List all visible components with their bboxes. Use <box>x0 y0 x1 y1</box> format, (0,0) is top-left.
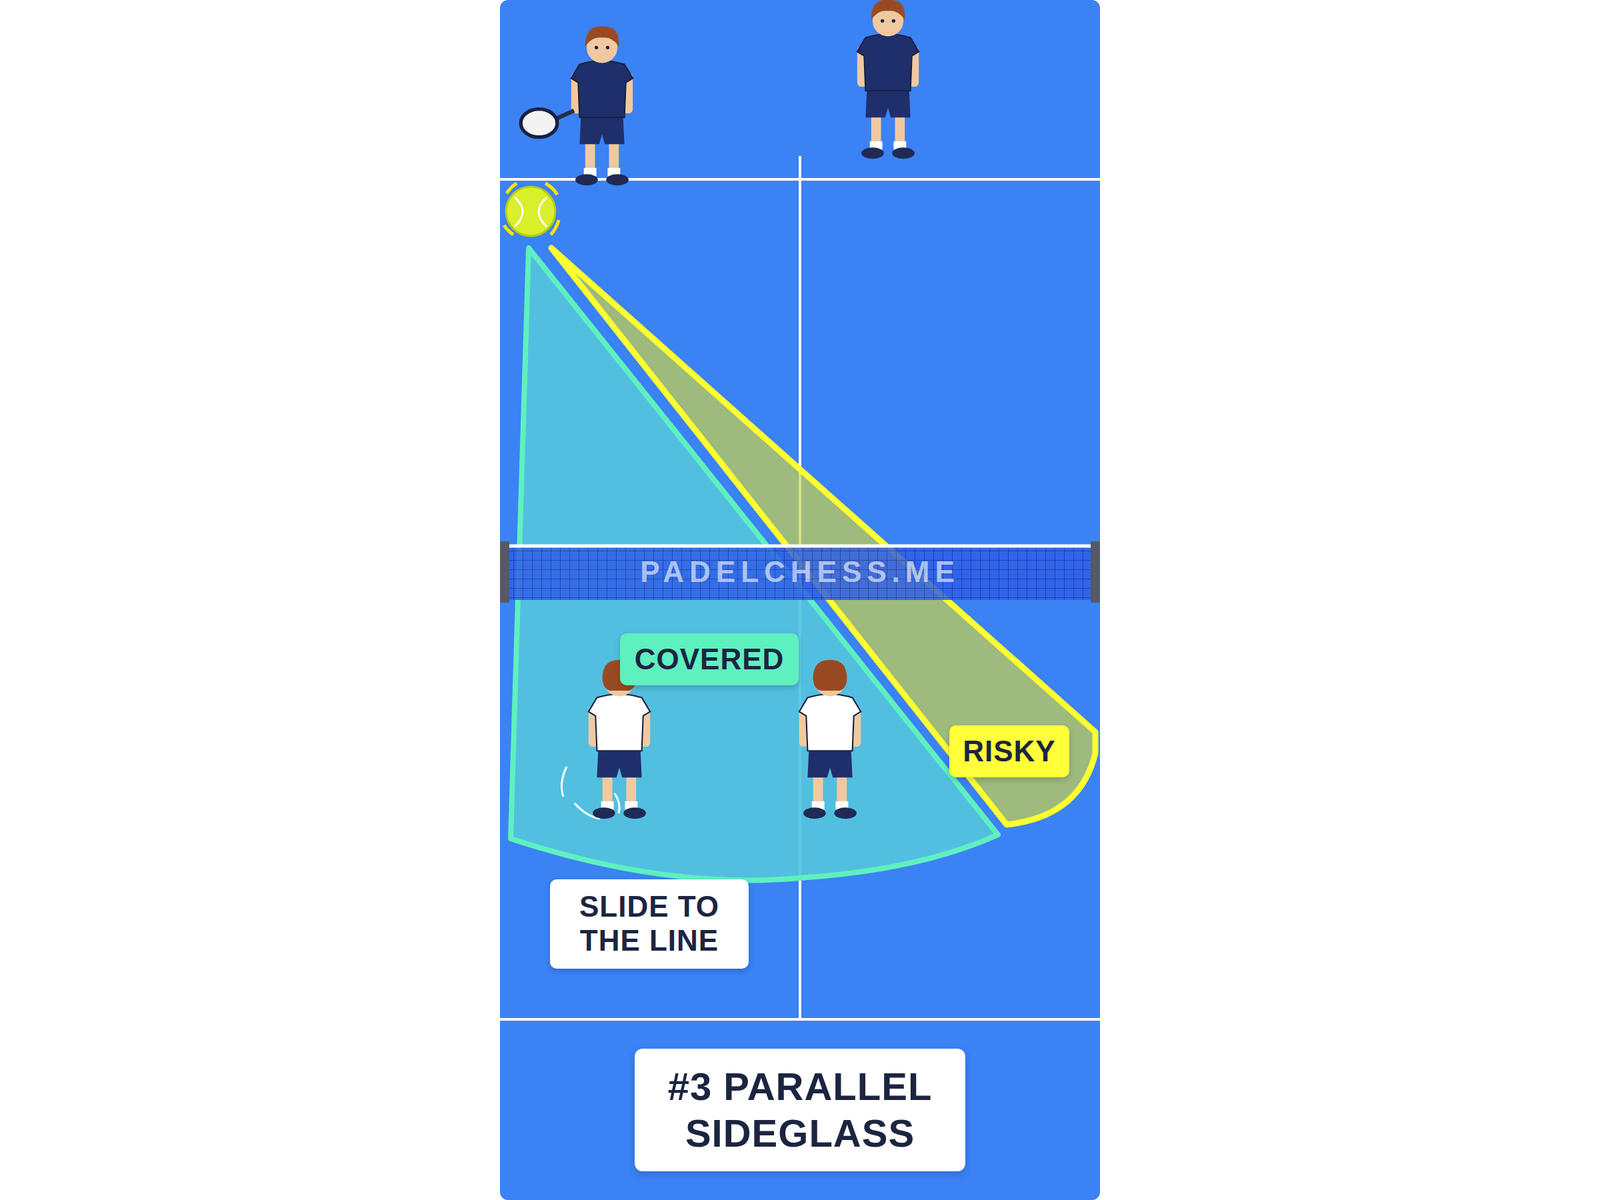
title-box: #3 PARALLEL SIDEGLASS <box>634 1048 966 1171</box>
court <box>500 0 1100 1200</box>
court-lines <box>500 156 1100 1021</box>
title-text: #3 PARALLEL SIDEGLASS <box>653 1063 947 1156</box>
instruction-box: SLIDE TO THE LINE <box>550 879 749 968</box>
box-text: SLIDE TO THE LINE <box>566 890 733 958</box>
risky-zone <box>551 248 1096 825</box>
player-figure <box>799 660 861 819</box>
watermark: PADELCHESS.ME <box>640 555 960 589</box>
ball <box>504 183 559 236</box>
box-text: RISKY <box>962 734 1056 769</box>
box-text: COVERED <box>634 642 785 677</box>
zone-label: RISKY <box>949 725 1069 778</box>
player-figure <box>857 0 919 159</box>
net <box>500 541 1100 603</box>
zone-label: COVERED <box>620 633 800 686</box>
player-figure <box>520 26 633 186</box>
